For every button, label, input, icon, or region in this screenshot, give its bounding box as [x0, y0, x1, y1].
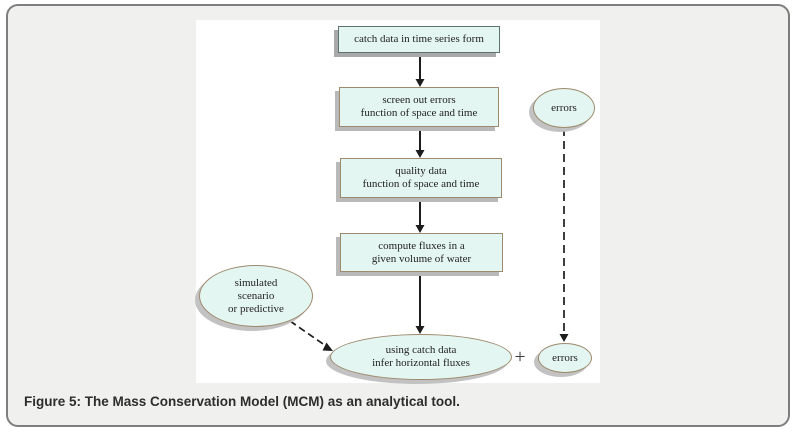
flow-ellipse-simulated-line2: scenario: [237, 289, 275, 302]
plus-sign: +: [514, 345, 526, 368]
figure-frame: catch data in time series form screen ou…: [6, 4, 790, 427]
dashed-arrow-sim-to-infer-ellipse: [289, 320, 333, 351]
flow-ellipse-simulated-scenario: simulated scenario or predictive: [199, 265, 313, 327]
flow-box-quality-data-line2: function of space and time: [362, 178, 480, 190]
flow-connectors: [289, 53, 569, 351]
flow-ellipse-infer-line2: infer horizontal fluxes: [372, 357, 470, 369]
flow-box-screen-errors: screen out errors function of space and …: [339, 87, 499, 127]
flow-box-catch-data-label: catch data in time series form: [354, 33, 484, 45]
flow-ellipse-simulated-line1: simulated: [234, 276, 278, 289]
flow-box-quality-data: quality data function of space and time: [340, 158, 502, 198]
flow-box-quality-data-line1: quality data: [395, 165, 447, 177]
flow-ellipse-errors-top: errors: [533, 88, 595, 128]
arrow-box3-to-box4: [415, 198, 425, 233]
arrow-box4-to-infer-ellipse: [415, 272, 425, 334]
flow-ellipse-errors-bottom-label: errors: [552, 351, 578, 364]
flow-ellipse-infer-fluxes: using catch data infer horizontal fluxes: [330, 334, 512, 380]
flow-ellipse-simulated-line3: or predictive: [228, 302, 284, 315]
flow-ellipse-errors-bottom: errors: [538, 343, 592, 373]
flow-box-screen-errors-line1: screen out errors: [382, 94, 456, 106]
flow-box-compute-fluxes-line1: compute fluxes in a: [378, 239, 465, 252]
flow-box-compute-fluxes-line2: given volume of water: [371, 252, 472, 265]
arrow-box1-to-box2: [415, 53, 425, 87]
flow-box-compute-fluxes: compute fluxes in a given volume of wate…: [340, 233, 503, 272]
diagram-panel: catch data in time series form screen ou…: [196, 20, 600, 383]
flow-box-screen-errors-line2: function of space and time: [360, 107, 478, 119]
figure-caption: Figure 5: The Mass Conservation Model (M…: [24, 394, 460, 409]
flow-box-catch-data: catch data in time series form: [338, 26, 500, 53]
dashed-arrow-errors-top-to-errors-bottom: [559, 128, 569, 342]
arrow-box2-to-box3: [415, 127, 425, 158]
flow-ellipse-infer-line1: using catch data: [385, 344, 457, 356]
flow-ellipse-errors-top-label: errors: [551, 101, 577, 114]
